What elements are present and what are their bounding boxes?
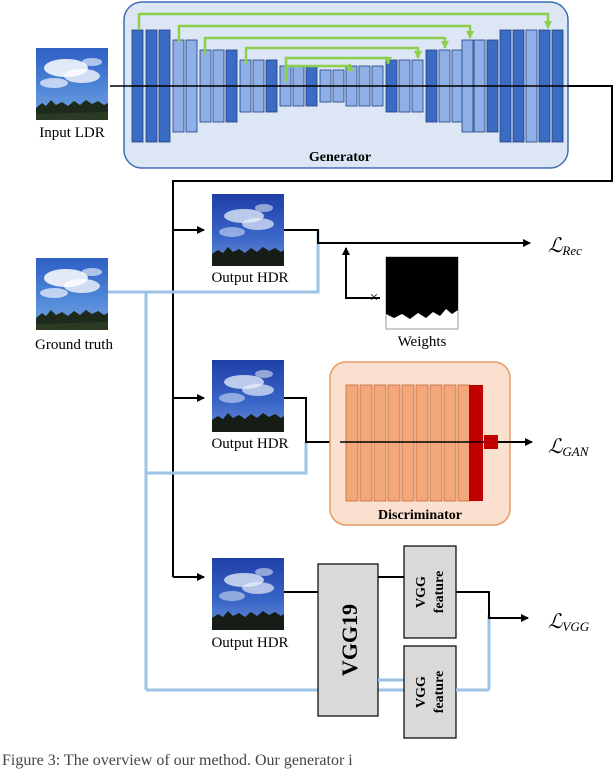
generator-output-path — [172, 85, 613, 577]
ground-truth-label: Ground truth — [35, 337, 113, 353]
vgg-feature-bottom-line1: VGG — [414, 676, 429, 708]
generator-skip-connections — [137, 12, 552, 82]
discriminator-layer-0 — [345, 384, 359, 502]
skip-connection-0 — [137, 12, 552, 30]
vgg-loss-arrow — [456, 591, 529, 622]
vgg-loss-label: ℒVGG — [548, 611, 590, 634]
discriminator-final-layer — [469, 385, 483, 501]
output-hdr-label-3: Output HDR — [211, 635, 288, 651]
discriminator-layer-8 — [457, 384, 471, 502]
vgg-feature-box-top — [403, 545, 457, 639]
output-hdr-label-1: Output HDR — [211, 270, 288, 286]
vgg-feature-bottom-line2: feature — [432, 671, 447, 714]
skip-connection-1 — [177, 24, 474, 42]
vgg-feature-box-bottom — [403, 645, 457, 739]
input-ldr-image — [36, 48, 108, 120]
weights-label: Weights — [398, 334, 447, 350]
gan-loss-label: ℒGAN — [548, 436, 590, 459]
times-symbol: × — [370, 290, 378, 306]
discriminator-label: Discriminator — [378, 508, 462, 523]
skip-connection-3 — [244, 46, 422, 64]
figure-caption: Figure 3: The overview of our method. Ou… — [2, 752, 353, 769]
weights-arrow — [342, 247, 380, 299]
vgg-feature-top-line1: VGG — [414, 576, 429, 608]
vgg19-box — [317, 563, 379, 717]
discriminator-layer-1 — [359, 384, 373, 502]
rec-loss-label: ℒRec — [548, 235, 582, 258]
ground-truth-image — [36, 258, 108, 330]
output-hdr-image-2 — [212, 360, 284, 432]
output-hdr-image-3 — [212, 558, 284, 630]
output-hdr-image-1 — [212, 194, 284, 266]
discriminator-layer-5 — [415, 384, 429, 502]
discriminator-layer-6 — [429, 384, 443, 502]
discriminator-layers — [345, 384, 483, 502]
discriminator-output-node — [484, 435, 498, 449]
vgg19-label: VGG19 — [337, 604, 362, 676]
input-ldr-label: Input LDR — [39, 125, 104, 141]
discriminator-layer-2 — [373, 384, 387, 502]
skip-connection-2 — [203, 36, 449, 54]
rec-loss-arrow — [284, 229, 531, 247]
discriminator-layer-7 — [443, 384, 457, 502]
discriminator-layer-3 — [387, 384, 401, 502]
vgg-feature-top-line2: feature — [432, 571, 447, 614]
output-hdr-label-2: Output HDR — [211, 436, 288, 452]
skip-connection-5 — [284, 63, 354, 82]
discriminator-layer-4 — [401, 384, 415, 502]
generator-label: Generator — [309, 150, 371, 165]
weights-map-image — [385, 256, 459, 330]
